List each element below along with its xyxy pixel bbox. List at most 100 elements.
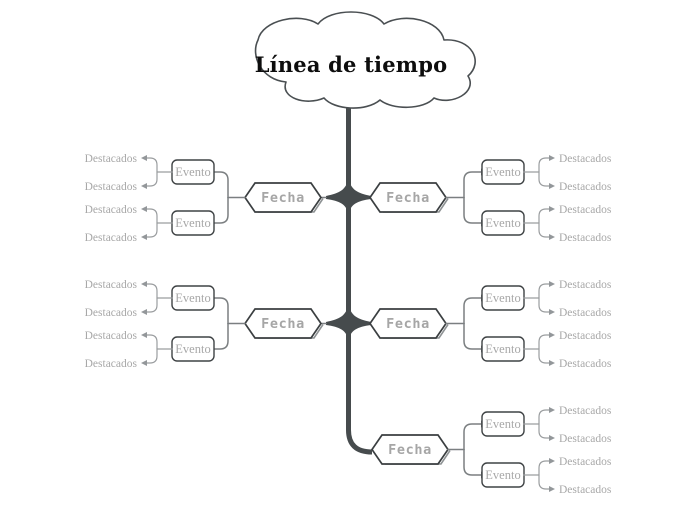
event-node-right-1-b[interactable]: Evento <box>481 210 525 236</box>
date-node-right-3[interactable]: Fecha <box>370 434 451 465</box>
highlight-right-1-a-2: Destacados <box>559 181 612 193</box>
leaf-arrow-left-1-b-up <box>141 206 147 212</box>
branch-right-1-bracket-down <box>463 196 482 224</box>
leaf-arrow-right-2-a-up <box>549 281 555 287</box>
event-node-right-3-b[interactable]: Evento <box>481 462 525 488</box>
highlight-right-3-b-2: Destacados <box>559 484 612 496</box>
date-node-right-3-label: Fecha <box>388 442 432 458</box>
root-node[interactable]: Línea de tiempo <box>255 11 476 109</box>
highlight-left-2-a-2: Destacados <box>85 307 138 319</box>
date-node-right-3-shape <box>370 434 450 465</box>
event-node-left-2-b[interactable]: Evento <box>171 336 215 362</box>
highlight-right-3-a-2: Destacados <box>559 433 612 445</box>
branch-left-2: Fecha Evento Evento Destacados Destacado… <box>85 279 349 370</box>
branch-left-1-bracket-up <box>210 171 229 199</box>
date-node-right-1-label: Fecha <box>386 190 430 206</box>
highlight-right-1-a-1: Destacados <box>559 153 612 165</box>
branch-left-1-stem <box>326 178 349 214</box>
date-node-right-2[interactable]: Fecha <box>368 308 449 339</box>
highlight-left-1-a-1: Destacados <box>85 153 138 165</box>
leaf-arrow-right-1-a-dn <box>549 183 555 189</box>
event-node-right-3-b-label: Evento <box>485 468 520 482</box>
leaf-bracket-left-1-a-up <box>146 157 158 173</box>
highlight-right-2-a-2: Destacados <box>559 307 612 319</box>
highlight-right-2-b-2: Destacados <box>559 358 612 370</box>
event-node-right-2-a-label: Evento <box>485 291 520 305</box>
leaf-arrow-right-2-b-dn <box>549 360 555 366</box>
branch-right-1-bracket-up <box>463 171 482 199</box>
date-node-left-2-label: Fecha <box>261 316 305 332</box>
leaf-arrow-right-3-b-up <box>549 458 555 464</box>
event-node-right-2-a[interactable]: Evento <box>481 285 525 311</box>
leaf-arrow-left-2-b-up <box>141 332 147 338</box>
event-node-left-1-a-label: Evento <box>175 165 210 179</box>
leaf-arrow-left-2-a-dn <box>141 309 147 315</box>
leaf-arrow-left-1-b-dn <box>141 234 147 240</box>
event-node-right-3-a-label: Evento <box>485 417 520 431</box>
leaf-bracket-left-2-a-up <box>146 283 158 299</box>
branch-left-1-bracket-down <box>210 196 229 224</box>
highlight-right-1-b-1: Destacados <box>559 204 612 216</box>
leaf-bracket-left-1-a-dn <box>146 171 158 187</box>
leaf-arrow-right-3-a-dn <box>549 435 555 441</box>
leaf-arrow-right-3-b-dn <box>549 486 555 492</box>
highlight-left-1-b-1: Destacados <box>85 204 138 216</box>
leaf-bracket-right-1-b-dn <box>538 222 550 238</box>
branch-right-2: Fecha Evento Evento Destacados Destacado… <box>348 279 612 370</box>
leaf-bracket-left-2-b-dn <box>146 348 158 364</box>
event-node-left-1-b[interactable]: Evento <box>171 210 215 236</box>
leaf-arrow-right-1-b-up <box>549 206 555 212</box>
leaf-bracket-right-2-a-dn <box>538 297 550 313</box>
date-node-right-1-shape <box>368 182 448 213</box>
highlight-right-2-b-1: Destacados <box>559 330 612 342</box>
branch-right-3: Fecha Evento Evento Destacados Destacado… <box>370 405 612 496</box>
date-node-right-1[interactable]: Fecha <box>368 182 449 213</box>
date-node-left-2[interactable]: Fecha <box>243 308 324 339</box>
leaf-bracket-left-1-b-up <box>146 208 158 224</box>
event-node-left-2-a[interactable]: Evento <box>171 285 215 311</box>
branch-right-2-stem <box>348 304 371 340</box>
highlight-left-1-a-2: Destacados <box>85 181 138 193</box>
highlight-left-1-b-2: Destacados <box>85 232 138 244</box>
event-node-right-1-a-label: Evento <box>485 165 520 179</box>
date-node-right-2-shape <box>368 308 448 339</box>
highlight-left-2-a-1: Destacados <box>85 279 138 291</box>
highlight-right-1-b-2: Destacados <box>559 232 612 244</box>
branch-right-1-stem <box>348 178 371 214</box>
leaf-arrow-left-1-a-dn <box>141 183 147 189</box>
leaf-bracket-right-3-a-up <box>538 409 550 425</box>
leaf-bracket-right-3-a-dn <box>538 423 550 439</box>
highlight-left-2-b-1: Destacados <box>85 330 138 342</box>
leaf-bracket-right-2-b-up <box>538 334 550 350</box>
leaf-arrow-right-1-b-dn <box>549 234 555 240</box>
root-title: Línea de tiempo <box>255 52 448 77</box>
leaf-bracket-right-1-a-up <box>538 157 550 173</box>
branch-left-2-stem <box>326 304 349 340</box>
leaf-bracket-right-3-b-dn <box>538 474 550 490</box>
central-trunk <box>346 96 373 455</box>
date-node-left-1[interactable]: Fecha <box>243 182 324 213</box>
event-node-left-2-b-label: Evento <box>175 342 210 356</box>
branch-left-1: Fecha Evento Evento Dest <box>85 153 349 244</box>
branch-right-2-bracket-down <box>463 322 482 350</box>
branch-right-2-bracket-up <box>463 297 482 325</box>
event-node-left-1-b-label: Evento <box>175 216 210 230</box>
event-node-right-2-b-label: Evento <box>485 342 520 356</box>
event-node-right-2-b[interactable]: Evento <box>481 336 525 362</box>
event-node-right-3-a[interactable]: Evento <box>481 411 525 437</box>
event-node-left-1-a[interactable]: Evento <box>171 159 215 185</box>
date-node-left-1-label: Fecha <box>261 190 305 206</box>
leaf-bracket-right-1-b-up <box>538 208 550 224</box>
branch-right-3-bracket-down <box>463 448 482 476</box>
highlight-right-2-a-1: Destacados <box>559 279 612 291</box>
date-node-right-2-label: Fecha <box>386 316 430 332</box>
branch-left-2-bracket-up <box>210 297 229 325</box>
trunk-line <box>346 96 373 455</box>
leaf-bracket-right-1-a-dn <box>538 171 550 187</box>
leaf-bracket-left-2-a-dn <box>146 297 158 313</box>
leaf-arrow-left-2-b-dn <box>141 360 147 366</box>
event-node-right-1-a[interactable]: Evento <box>481 159 525 185</box>
leaf-arrow-right-1-a-up <box>549 155 555 161</box>
